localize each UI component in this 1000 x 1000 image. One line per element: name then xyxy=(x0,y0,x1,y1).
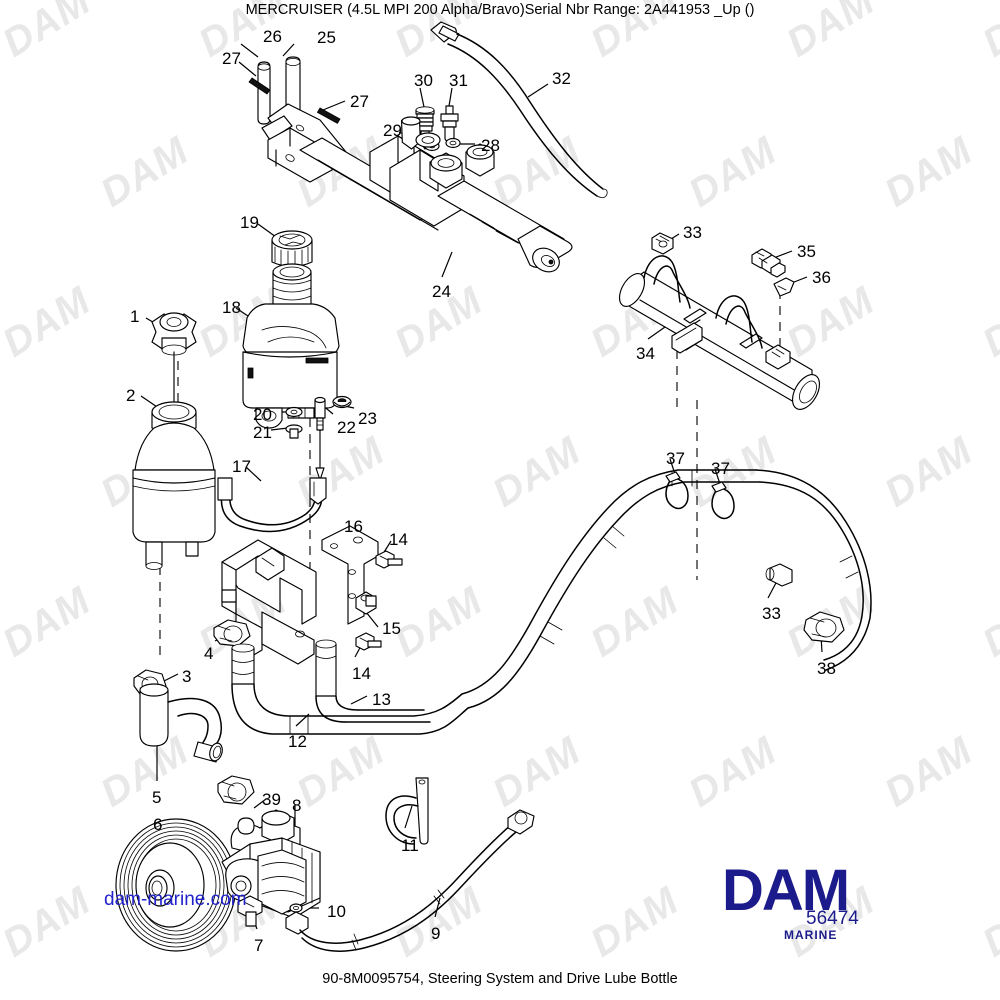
callout-number-11[interactable]: 11 xyxy=(401,836,419,855)
part-37-clip-b xyxy=(711,481,735,520)
part-12-hose xyxy=(231,643,469,735)
part-22-dipstick xyxy=(314,396,326,481)
part-7-bolt xyxy=(237,895,263,927)
callout-number-39[interactable]: 39 xyxy=(262,790,281,809)
part-39-hose-clamp xyxy=(217,775,255,805)
part-4-hose-clamp xyxy=(213,619,251,647)
callout-number-4[interactable]: 4 xyxy=(204,644,214,663)
part-20-washer xyxy=(285,406,303,418)
callout-number-3[interactable]: 3 xyxy=(182,667,192,686)
callout-number-36[interactable]: 36 xyxy=(812,268,831,287)
callout-number-24[interactable]: 24 xyxy=(432,282,451,301)
callout-number-18[interactable]: 18 xyxy=(222,298,241,317)
callout-number-26[interactable]: 26 xyxy=(263,27,282,46)
callout-number-6[interactable]: 6 xyxy=(153,815,163,834)
callout-number-31[interactable]: 31 xyxy=(449,71,468,90)
part-14-bolt-upper xyxy=(375,550,403,569)
part-35-valve xyxy=(751,248,786,278)
part-28-o-ring xyxy=(445,137,461,149)
callout-number-5[interactable]: 5 xyxy=(152,788,162,807)
callout-number-10[interactable]: 10 xyxy=(327,902,346,921)
part-27-pins xyxy=(248,77,341,124)
callout-number-37[interactable]: 37 xyxy=(666,449,685,468)
callout-number-22[interactable]: 22 xyxy=(337,418,356,437)
brand-number: 56474 xyxy=(806,908,859,929)
callout-number-1[interactable]: 1 xyxy=(130,307,140,326)
callout-number-7[interactable]: 7 xyxy=(254,936,264,955)
part-15-nut xyxy=(355,591,377,615)
diagram-caption: 90-8M0095754, Steering System and Drive … xyxy=(322,971,678,987)
part-10-o-ring xyxy=(289,903,303,913)
callout-number-8[interactable]: 8 xyxy=(292,796,302,815)
callout-number-19[interactable]: 19 xyxy=(240,213,259,232)
part-23-grommet xyxy=(332,395,352,409)
page-title: MERCRUISER (4.5L MPI 200 Alpha/Bravo)Ser… xyxy=(245,2,755,18)
site-url[interactable]: dam-marine.com xyxy=(104,889,247,910)
part-1-bottle-cap xyxy=(151,312,197,407)
callout-number-30[interactable]: 30 xyxy=(414,71,433,90)
brand-logo: DAM 56474 MARINE xyxy=(722,862,892,952)
part-13-hose xyxy=(315,639,431,723)
part-9-hose xyxy=(285,809,535,952)
callout-number-14b[interactable]: 14 xyxy=(352,664,371,683)
part-33-clamp-upper xyxy=(651,232,674,255)
callout-number-23[interactable]: 23 xyxy=(358,409,377,428)
callout-number-13[interactable]: 13 xyxy=(372,690,391,709)
part-14-bolt-lower xyxy=(355,632,382,651)
callout-number-15[interactable]: 15 xyxy=(382,619,401,638)
part-11-clamp-bracket xyxy=(385,777,429,845)
part-21-bolt xyxy=(285,424,303,439)
part-32-hose xyxy=(430,21,608,198)
callout-number-34[interactable]: 34 xyxy=(636,344,655,363)
hose-run-right xyxy=(461,469,872,709)
callout-number-17[interactable]: 17 xyxy=(232,457,251,476)
callout-number-27b[interactable]: 27 xyxy=(350,92,369,111)
part-33-clamp-lower xyxy=(765,563,793,587)
part-18-reservoir xyxy=(242,263,340,429)
part-37-clip-a xyxy=(665,471,689,510)
part-36-clip xyxy=(773,277,795,297)
callout-number-2[interactable]: 2 xyxy=(126,386,136,405)
callout-number-29[interactable]: 29 xyxy=(383,121,402,140)
callout-number-28[interactable]: 28 xyxy=(481,136,500,155)
callout-number-9[interactable]: 9 xyxy=(431,924,441,943)
part-34-lube-bottle xyxy=(618,255,821,410)
part-24-steering-rack xyxy=(261,103,573,273)
callout-number-32[interactable]: 32 xyxy=(552,69,571,88)
brand-subtitle: MARINE xyxy=(784,928,838,942)
callout-number-35[interactable]: 35 xyxy=(797,242,816,261)
callout-number-16[interactable]: 16 xyxy=(344,517,363,536)
callout-number-25[interactable]: 25 xyxy=(317,28,336,47)
brand-name: DAM xyxy=(722,858,850,923)
callout-number-21[interactable]: 21 xyxy=(253,423,272,442)
callout-number-14[interactable]: 14 xyxy=(389,530,408,549)
part-2-lube-bottle xyxy=(132,401,216,570)
part-6-pulley xyxy=(115,818,237,952)
part-38-clamp xyxy=(803,611,845,643)
callout-number-33[interactable]: 33 xyxy=(683,223,702,242)
part-17-strap xyxy=(217,477,327,533)
callout-number-20[interactable]: 20 xyxy=(253,405,272,424)
callout-number-33b[interactable]: 33 xyxy=(762,604,781,623)
callout-number-12[interactable]: 12 xyxy=(288,732,307,751)
part-16-bracket xyxy=(221,525,379,665)
callout-number-38[interactable]: 38 xyxy=(817,659,836,678)
part-19-reservoir-cap xyxy=(271,230,313,268)
callout-number-27[interactable]: 27 xyxy=(222,49,241,68)
part-5-hose xyxy=(139,683,223,763)
callout-number-37b[interactable]: 37 xyxy=(711,459,730,478)
